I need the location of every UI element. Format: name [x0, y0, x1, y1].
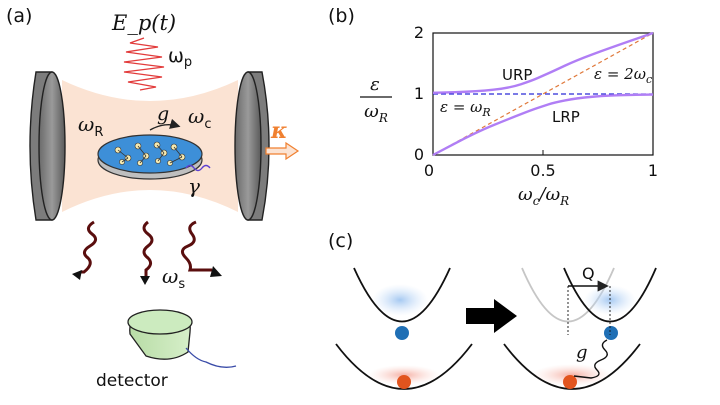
scattered-photons-icon [80, 220, 212, 276]
pump-freq-label: ωp [168, 45, 192, 70]
molecule-disc [97, 134, 203, 180]
panel-c: (c) Q g [328, 230, 657, 390]
lrp-label: LRP [552, 108, 580, 126]
coupling-squiggle-icon [573, 339, 608, 379]
damping-label: γ [188, 174, 200, 198]
right-mirror [234, 71, 270, 221]
photon-arrowhead-icon [72, 270, 82, 280]
coupling-arrow-icon [149, 118, 181, 131]
scattered-freq-label: ωs [162, 264, 185, 292]
panel-b: (b) 0 0.5 1 0 1 2 ε ωR ωc/ωR URP LRP ε =… [328, 5, 658, 208]
x-tick-label: 1 [648, 161, 658, 180]
pump-wave-icon [123, 37, 165, 91]
photon-arrowhead-icon [140, 276, 150, 285]
lrp-curve [432, 93, 654, 157]
excited-atom-right-icon [604, 326, 618, 340]
y-label-numerator: ε [370, 74, 380, 95]
excited-glow [372, 284, 428, 316]
y-label-denominator: ωR [364, 101, 388, 125]
ground-well-right [503, 343, 641, 390]
pump-field-label: E_p(t) [111, 11, 176, 35]
photon-arrowhead-icon [210, 266, 222, 277]
panel-c-label: (c) [328, 230, 353, 252]
panel-a-label: (a) [6, 5, 32, 27]
urp-label: URP [502, 66, 532, 84]
y-tick-label: 0 [414, 145, 424, 164]
displacement-label: Q [582, 264, 595, 283]
series-layer [432, 31, 654, 157]
urp-curve [432, 31, 654, 94]
left-mirror [29, 71, 66, 221]
annot-lower: ε = ωR [440, 98, 491, 119]
annot-upper: ε = 2ωc [594, 65, 652, 86]
y-axis-label: ε ωR [360, 74, 392, 125]
cavity-loss-label: κ [270, 118, 288, 144]
excited-atom-icon [395, 326, 409, 340]
x-axis-label: ωc/ωR [518, 184, 569, 208]
ground-glow-right [532, 364, 612, 386]
excited-well-right [563, 267, 657, 323]
detector-label: detector [96, 371, 168, 391]
ground-atom-icon [397, 375, 411, 389]
panel-a: (a) E_p(t) ωp ωR g ωc [6, 5, 300, 391]
loss-arrow-icon [265, 141, 300, 161]
detector-icon [127, 309, 237, 368]
x-tick-label: 0 [424, 161, 434, 180]
coupling-label-c: g [576, 342, 588, 363]
y-tick-label: 2 [414, 23, 424, 42]
coupling-label: g [157, 103, 169, 125]
transition-arrow-icon [466, 299, 517, 333]
ground-atom-right-icon [563, 375, 577, 389]
excited-well-left [353, 267, 451, 323]
damping-wave-icon [185, 164, 211, 172]
y-tick-label: 1 [414, 84, 424, 103]
panel-b-label: (b) [328, 5, 355, 27]
x-tick-label: 0.5 [530, 161, 555, 180]
